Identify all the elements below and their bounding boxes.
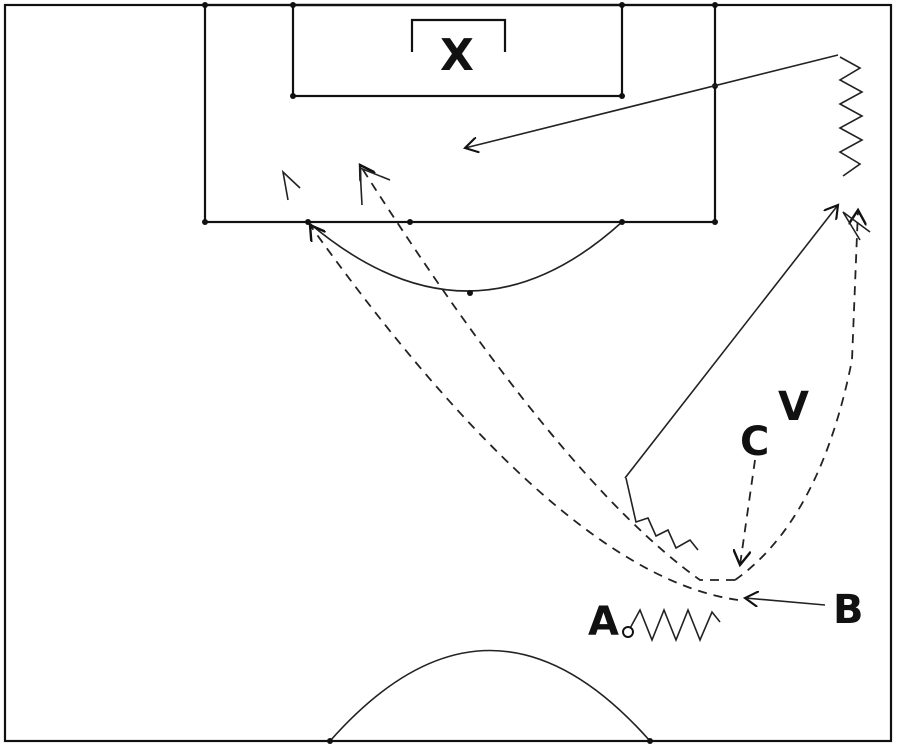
marker-dot	[619, 219, 625, 225]
pass-line-to-wing	[624, 205, 838, 479]
marker-dot	[202, 219, 208, 225]
center-circle-arc	[329, 649, 651, 742]
marker-dot	[467, 290, 473, 296]
arrow-head-icon	[842, 211, 871, 241]
pass-line-b	[745, 598, 826, 605]
cross-line	[465, 54, 839, 148]
marker-dot	[619, 2, 625, 8]
goal-icon	[410, 18, 507, 52]
marker-dot	[202, 2, 208, 8]
marker-dot	[327, 738, 333, 744]
player-v-label: V	[778, 384, 809, 430]
dribble-path-wing	[838, 56, 864, 177]
run-line-c	[740, 459, 756, 565]
dribble-path-return	[625, 477, 699, 551]
arrow-head-icon	[281, 169, 301, 201]
run-line-to-near-post	[310, 225, 739, 601]
goalkeeper-label: X	[440, 30, 474, 81]
run-line-to-far-post	[360, 165, 735, 581]
player-c-label: C	[740, 419, 769, 465]
marker-dot	[712, 219, 718, 225]
arrow-head-icon	[359, 166, 391, 206]
overlap-run-line	[734, 210, 858, 581]
marker-dot	[712, 2, 718, 8]
player-a-label: A	[588, 599, 619, 645]
marker-dot	[305, 219, 311, 225]
pitch-boundary	[3, 3, 893, 743]
marker-dot	[290, 93, 296, 99]
goal-area	[291, 3, 624, 98]
marker-dot	[619, 93, 625, 99]
marker-dot	[647, 738, 653, 744]
marker-dot	[407, 219, 413, 225]
player-b-label: B	[833, 587, 864, 633]
ball-icon	[622, 626, 634, 638]
dribble-path-a	[627, 607, 721, 643]
penalty-arc	[307, 221, 623, 292]
marker-dot	[290, 2, 296, 8]
